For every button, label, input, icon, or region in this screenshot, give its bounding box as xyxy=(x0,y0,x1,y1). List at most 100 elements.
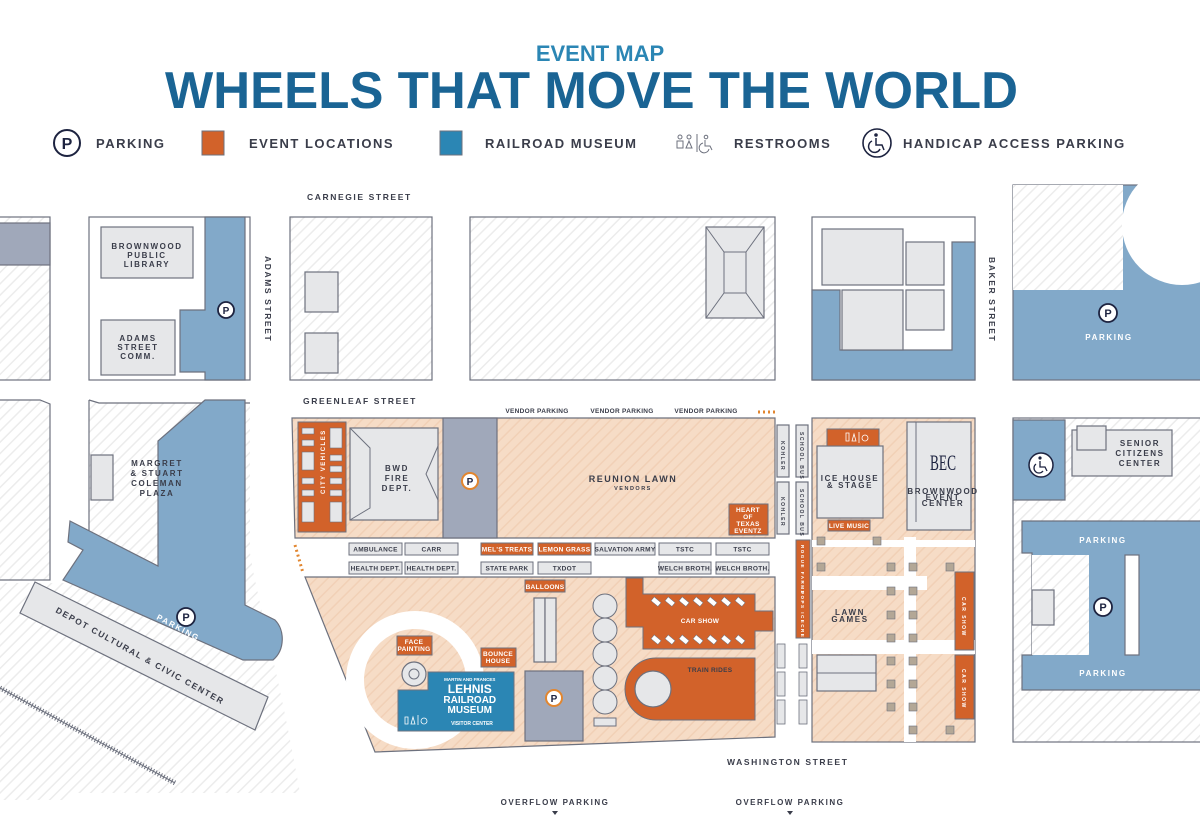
washington-street-label: WASHINGTON STREET xyxy=(727,757,849,767)
brownwood-public-library xyxy=(100,226,194,279)
parking-icon: P xyxy=(1093,597,1113,617)
svg-text:PARKING: PARKING xyxy=(1079,536,1127,545)
rogue-farms-label: ROGUE FARMS xyxy=(800,545,805,595)
east-event-block: ICE HOUSE& STAGE LIVE MUSIC BEC BROWNWOO… xyxy=(811,417,978,743)
car-show-east xyxy=(954,654,975,720)
parking-lot-south: P xyxy=(524,670,584,742)
block-carnegie-adams xyxy=(289,216,433,381)
vendor-booth-label: CARR xyxy=(422,547,442,554)
parking-icon: P xyxy=(461,472,479,490)
kohler-label: KOHLER xyxy=(779,497,785,527)
vendor-booth xyxy=(537,542,592,556)
svg-text:P: P xyxy=(551,694,558,705)
pops-icecream-label: POPS ICECREAM xyxy=(800,591,805,648)
vendor-booth xyxy=(404,542,459,556)
vendor-booth-label: WELCH BROTH. xyxy=(715,566,769,573)
legend-event-locations-label: EVENT LOCATIONS xyxy=(249,136,394,151)
vendor-booth-label: AMBULANCE xyxy=(353,547,398,554)
vendor-booth-label: TSTC xyxy=(733,547,751,554)
car-show-east xyxy=(954,571,975,651)
svg-text:CAR SHOW: CAR SHOW xyxy=(681,618,720,625)
svg-text:OVERFLOW PARKING: OVERFLOW PARKING xyxy=(501,798,610,807)
vendor-booth-label: TSTC xyxy=(676,547,694,554)
vendor-booth-label: MEL'S TREATS xyxy=(482,547,533,554)
vendor-booth-label: STATE PARK xyxy=(485,566,528,573)
svg-text:P: P xyxy=(223,306,230,317)
vendor-booth xyxy=(658,542,712,556)
block-baker-left xyxy=(811,216,976,381)
svg-text:P: P xyxy=(467,477,474,488)
vendor-booth xyxy=(348,542,403,556)
vendor-booth-label: WELCH BROTH. xyxy=(658,566,712,573)
svg-text:VENDOR PARKING: VENDOR PARKING xyxy=(505,408,568,415)
legend: P PARKING EVENT LOCATIONS RAILROAD MUSEU… xyxy=(53,128,1126,158)
svg-text:CAR SHOW: CAR SHOW xyxy=(960,669,966,709)
adams-street-comm xyxy=(100,319,176,376)
svg-text:P: P xyxy=(1104,308,1111,320)
page-title: WHEELS THAT MOVE THE WORLD xyxy=(165,62,1018,120)
round-tables xyxy=(592,593,618,727)
handicap-icon xyxy=(862,128,892,158)
vendor-parking-labels: VENDOR PARKING VENDOR PARKING VENDOR PAR… xyxy=(505,408,737,415)
handicap-icon xyxy=(1028,452,1054,478)
overflow-parking-west[interactable]: OVERFLOW PARKING xyxy=(501,798,610,815)
vendor-booth xyxy=(715,542,770,556)
svg-text:PARKING: PARKING xyxy=(1079,669,1127,678)
vendor-booth xyxy=(348,561,403,575)
svg-text:P: P xyxy=(1099,602,1106,614)
legend-handicap-label: HANDICAP ACCESS PARKING xyxy=(903,136,1126,151)
balloons: BALLOONS xyxy=(524,579,566,663)
arrow-down-icon xyxy=(787,811,793,815)
svg-text:BEC: BEC xyxy=(930,450,956,475)
baker-street-label: BAKER STREET xyxy=(987,257,997,342)
reunion-lawn-vendors-label: VENDORS xyxy=(614,486,652,492)
block-baker-right: P PARKING xyxy=(1012,165,1200,381)
carnegie-street-label: CARNEGIE STREET xyxy=(307,192,412,202)
svg-text:OVERFLOW PARKING: OVERFLOW PARKING xyxy=(736,798,845,807)
vendor-booth-label: TXDOT xyxy=(553,566,577,573)
svg-text:TRAIN RIDES: TRAIN RIDES xyxy=(688,667,733,674)
block-carnegie-middle xyxy=(469,216,776,381)
parking-icon: P xyxy=(176,607,196,627)
restroom-icon xyxy=(676,134,713,154)
adams-street-label: ADAMS STREET xyxy=(263,256,273,342)
east-event-strip: KOHLER KOHLER SCHOOL BUS SCHOOL BUS ROGU… xyxy=(776,424,811,725)
svg-text:P: P xyxy=(62,136,73,153)
city-vehicles-label: CITY VEHICLES xyxy=(321,429,327,494)
block-far-left-top xyxy=(0,216,51,381)
svg-text:VENDOR PARKING: VENDOR PARKING xyxy=(590,408,653,415)
restroom-icon xyxy=(845,432,869,443)
reunion-lawn-label: REUNION LAWN xyxy=(589,474,678,484)
vendor-booth xyxy=(715,561,770,575)
car-show-main: CAR SHOW xyxy=(625,577,774,650)
vendor-booth-label: HEALTH DEPT. xyxy=(351,566,401,573)
overflow-parking-east[interactable]: OVERFLOW PARKING xyxy=(736,798,845,815)
event-map-subtitle: EVENT MAP xyxy=(536,41,664,66)
vendor-booth-label: LEMON GRASS xyxy=(539,547,591,554)
parking-icon: P xyxy=(545,689,563,707)
svg-text:VENDOR PARKING: VENDOR PARKING xyxy=(674,408,737,415)
svg-text:BALLOONS: BALLOONS xyxy=(526,584,565,591)
parking-icon: P xyxy=(217,301,235,319)
event-locations-swatch xyxy=(201,130,225,156)
svg-text:ICE HOUSE& STAGE: ICE HOUSE& STAGE xyxy=(821,474,879,490)
parking-lot-north: P xyxy=(442,417,498,539)
school-bus-label: SCHOOL BUS xyxy=(798,432,804,480)
